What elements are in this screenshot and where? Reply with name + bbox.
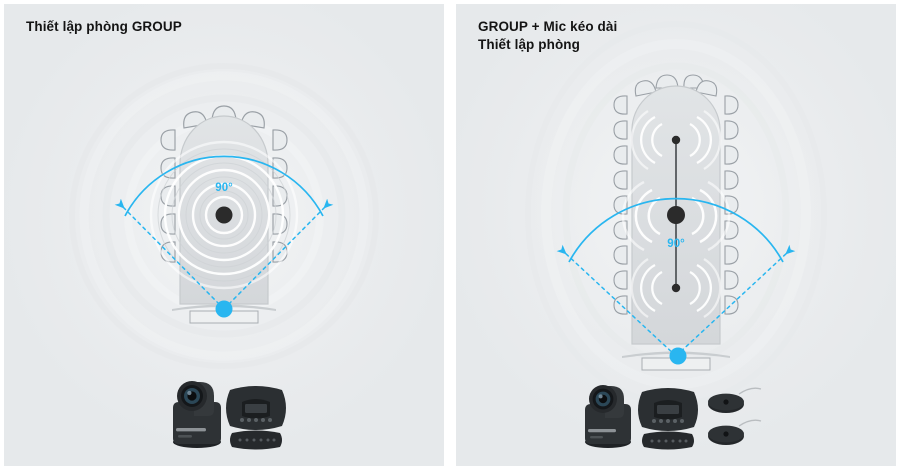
camera-fov-lines-left (114, 198, 334, 310)
microphone-dot-center (667, 206, 685, 224)
fov-arc-left (124, 155, 324, 217)
room-diagram-right: 90° (456, 4, 896, 466)
panel-group-room-setup: Thiết lập phòng GROUP (4, 4, 444, 466)
camera-marker-left (215, 300, 233, 318)
chairs-left-side (613, 95, 628, 315)
ptz-camera-right (585, 385, 631, 448)
fov-angle-label-right: 90° (667, 238, 685, 250)
product-group-left (173, 381, 286, 450)
expansion-mic-2 (708, 419, 762, 445)
speakerphone-hub-right (638, 388, 698, 431)
microphone-dot-center (215, 206, 233, 224)
chairs-right-side (724, 95, 739, 315)
camera-marker-right (669, 347, 687, 365)
fov-arc-right (568, 197, 784, 263)
microphone-dot-lower (671, 283, 681, 293)
speakerphone-hub-left (226, 386, 286, 430)
panel-group-expansion-mic-setup: GROUP + Mic kéo dài Thiết lập phòng (456, 4, 896, 466)
room-diagram-left: 90° (4, 4, 444, 466)
microphone-dot-upper (671, 135, 681, 145)
camera-fov-lines-right (556, 244, 796, 357)
product-group-right (585, 385, 762, 450)
mic-pickup-rings-lower (630, 258, 722, 318)
ptz-camera-left (173, 381, 221, 448)
fov-angle-label-left: 90° (215, 182, 233, 194)
remote-control-right (642, 431, 694, 450)
chairs-head-of-table (634, 74, 718, 97)
panel-title-right: GROUP + Mic kéo dài Thiết lập phòng (478, 19, 618, 53)
remote-control-left (230, 430, 282, 450)
mic-pickup-rings-upper (630, 110, 722, 170)
expansion-mic-1 (708, 387, 762, 413)
mic-pickup-rings-center (621, 180, 731, 252)
panel-title-left: Thiết lập phòng GROUP (26, 19, 182, 34)
